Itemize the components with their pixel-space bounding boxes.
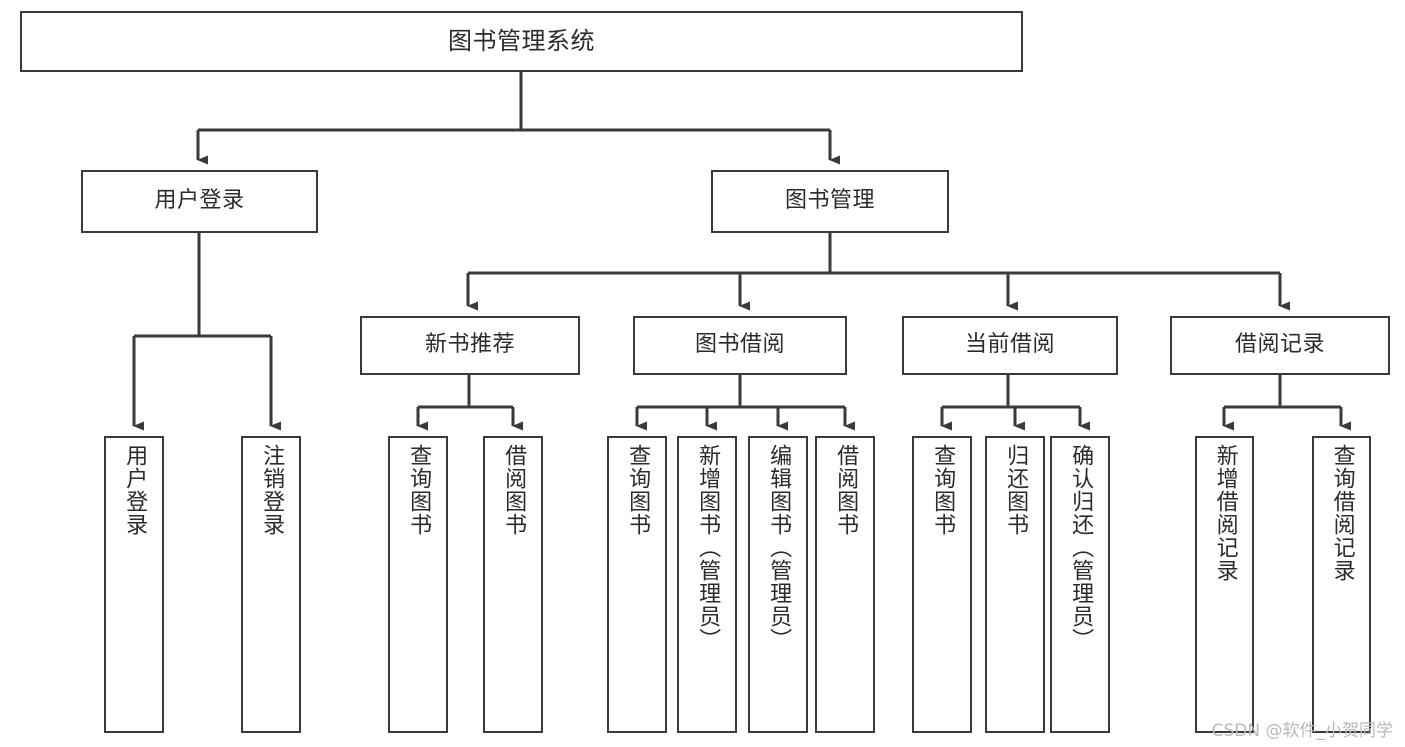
leaf-user-login-logout[interactable]: 注销登录 [241, 436, 301, 733]
node-label: 用户登录 [154, 188, 245, 214]
node-label: 图书借阅 [694, 332, 785, 358]
leaf-book-borrow-borrow[interactable]: 借阅图书 [815, 436, 875, 733]
node-label: 借阅图书 [501, 444, 527, 536]
node-borrow-record[interactable]: 借阅记录 [1170, 316, 1390, 375]
node-label: 新增借阅记录 [1212, 444, 1238, 582]
node-label: 查询图书 [930, 444, 956, 536]
node-label: 图书管理 [784, 188, 875, 214]
node-label: 编辑图书（管理员） [766, 444, 792, 651]
leaf-book-borrow-edit[interactable]: 编辑图书（管理员） [748, 436, 808, 733]
node-book-management[interactable]: 图书管理 [711, 170, 949, 233]
leaf-book-borrow-add[interactable]: 新增图书（管理员） [677, 436, 737, 733]
leaf-current-borrow-return[interactable]: 归还图书 [985, 436, 1045, 733]
node-label: 借阅记录 [1234, 332, 1325, 358]
leaf-current-borrow-confirm-return[interactable]: 确认归还（管理员） [1050, 436, 1110, 733]
leaf-book-borrow-query[interactable]: 查询图书 [607, 436, 667, 733]
node-label: 查询借阅记录 [1329, 444, 1355, 582]
node-label: 归还图书 [1003, 444, 1029, 536]
node-new-book-recommend[interactable]: 新书推荐 [360, 316, 580, 375]
node-label: 借阅图书 [833, 444, 859, 536]
node-label: 用户登录 [122, 444, 148, 536]
node-label: 查询图书 [406, 444, 432, 536]
leaf-borrow-record-query[interactable]: 查询借阅记录 [1312, 436, 1371, 733]
node-book-borrow[interactable]: 图书借阅 [633, 316, 847, 375]
node-label: 新书推荐 [424, 332, 515, 358]
node-label: 确认归还（管理员） [1068, 444, 1094, 651]
leaf-user-login-login[interactable]: 用户登录 [104, 436, 164, 733]
leaf-new-book-query[interactable]: 查询图书 [388, 436, 448, 733]
node-label: 当前借阅 [964, 332, 1055, 358]
csdn-watermark: CSDN @软件_小贺同学 [1211, 721, 1393, 741]
node-label: 查询图书 [625, 444, 651, 536]
node-label: 图书管理系统 [448, 27, 595, 56]
node-current-borrow[interactable]: 当前借阅 [902, 316, 1118, 375]
node-label: 注销登录 [259, 444, 285, 536]
node-root-book-management-system[interactable]: 图书管理系统 [20, 11, 1023, 72]
leaf-current-borrow-query[interactable]: 查询图书 [912, 436, 972, 733]
leaf-new-book-borrow[interactable]: 借阅图书 [483, 436, 543, 733]
node-label: 新增图书（管理员） [695, 444, 721, 651]
leaf-borrow-record-add[interactable]: 新增借阅记录 [1195, 436, 1254, 733]
node-user-login[interactable]: 用户登录 [81, 170, 318, 233]
